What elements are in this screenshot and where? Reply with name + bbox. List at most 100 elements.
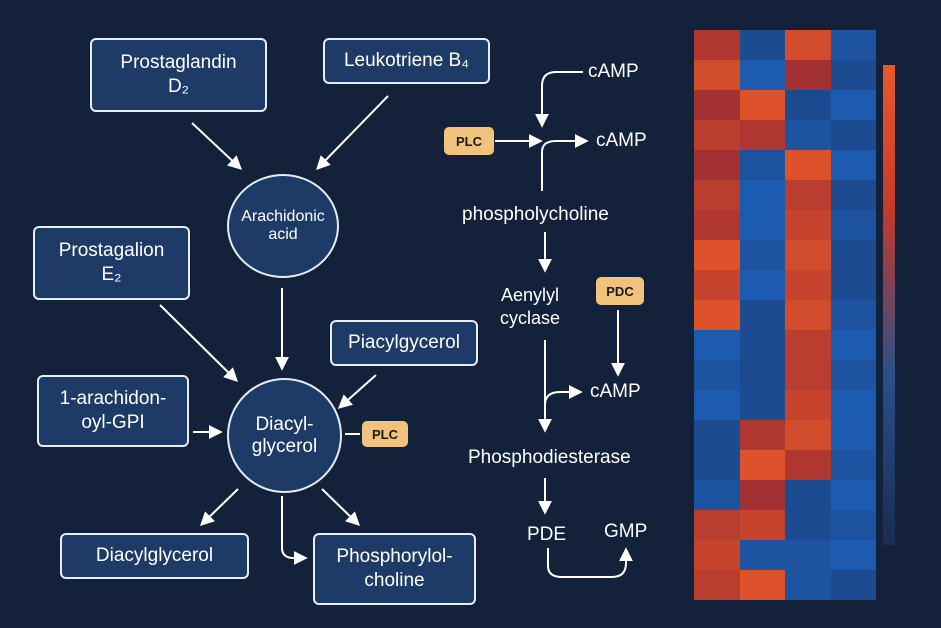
heatmap-cell: [830, 180, 876, 210]
heatmap-cell: [694, 300, 740, 330]
heatmap-cell: [694, 120, 740, 150]
heatmap-cell: [694, 210, 740, 240]
arrow-diacyl-to-phosphorylol: [281, 496, 308, 565]
heatmap-cell: [785, 90, 831, 120]
heatmap-cell: [739, 60, 785, 90]
phosphorylol-choline-box: Phosphorylol- choline: [313, 533, 476, 605]
prostagalion-e2-box: Prostagalion E₂: [33, 226, 190, 300]
arrow-camp-to-camp: [535, 71, 583, 128]
heatmap-cell: [694, 240, 740, 270]
heatmap-cell: [785, 210, 831, 240]
arrow-pgd2-to-arachidonic: [191, 122, 243, 170]
heatmap-cell: [830, 360, 876, 390]
piacylgycerol-box: Piacylgycerol: [330, 320, 478, 366]
heatmap-cell: [785, 390, 831, 420]
arrow-pde-to-gmp: [547, 547, 633, 578]
heatmap-cell: [694, 90, 740, 120]
heatmap-cell: [739, 480, 785, 510]
heatmap-cell: [785, 180, 831, 210]
heatmap-cell: [785, 330, 831, 360]
gmp-label: GMP: [604, 521, 648, 542]
arachidonic-acid-node: Arachidonic acid: [227, 174, 339, 278]
camp-third-label: cAMP: [590, 381, 641, 402]
heatmap-cell: [830, 420, 876, 450]
leukotriene-b4-box: Leukotriene B₄: [323, 38, 490, 84]
heatmap-cell: [830, 270, 876, 300]
heatmap-cell: [739, 390, 785, 420]
phosphodiesterase-label: Phosphodiesterase: [468, 447, 631, 468]
heatmap-cell: [830, 450, 876, 480]
heatmap-cell: [694, 270, 740, 300]
heatmap-cell: [739, 450, 785, 480]
heatmap-cell: [830, 120, 876, 150]
heatmap-cell: [694, 390, 740, 420]
heatmap-cell: [694, 420, 740, 450]
heatmap-cell: [739, 360, 785, 390]
heatmap-cell: [785, 540, 831, 570]
heatmap-cell: [739, 510, 785, 540]
heatmap-cell: [694, 570, 740, 600]
heatmap-cell: [739, 270, 785, 300]
heatmap-grid: [694, 30, 876, 600]
heatmap-cell: [785, 300, 831, 330]
heatmap-cell: [694, 150, 740, 180]
camp-second-label: cAMP: [596, 130, 647, 151]
heatmap-cell: [739, 210, 785, 240]
heatmap-cell: [830, 330, 876, 360]
heatmap-cell: [830, 30, 876, 60]
heatmap-cell: [785, 270, 831, 300]
heatmap-cell: [785, 120, 831, 150]
arrow-pge2-to-diacyl: [159, 304, 238, 382]
heatmap-cell: [785, 240, 831, 270]
heatmap-cell: [785, 570, 831, 600]
heatmap-cell: [830, 300, 876, 330]
heatmap-cell: [694, 540, 740, 570]
pde-label: PDE: [527, 524, 567, 545]
heatmap-cell: [830, 150, 876, 180]
heatmap-cell: [830, 60, 876, 90]
heatmap-cell: [830, 570, 876, 600]
heatmap-cell: [694, 480, 740, 510]
heatmap-cell: [694, 330, 740, 360]
arrow-diacyl-to-dag: [199, 488, 239, 526]
plc-tag-middle: PLC: [444, 127, 494, 155]
heatmap-cell: [739, 120, 785, 150]
heatmap-cell: [830, 390, 876, 420]
diacylglycerol-center-node: Diacyl- glycerol: [227, 378, 342, 493]
heatmap-cell: [739, 300, 785, 330]
heatmap-cell: [830, 240, 876, 270]
heatmap-cell: [830, 210, 876, 240]
prostaglandin-d2-box: Prostaglandin D₂: [90, 38, 267, 112]
heatmap-cell: [785, 30, 831, 60]
heatmap-cell: [694, 360, 740, 390]
heatmap-cell: [785, 150, 831, 180]
heatmap-cell: [694, 180, 740, 210]
heatmap-cell: [739, 570, 785, 600]
arrow-camp-branch: [541, 134, 589, 191]
heatmap-cell: [830, 90, 876, 120]
arrow-ltb4-to-arachidonic: [316, 95, 389, 171]
heatmap-cell: [694, 60, 740, 90]
heatmap-cell: [785, 360, 831, 390]
heatmap-cell: [785, 480, 831, 510]
heatmap-cell: [739, 240, 785, 270]
phospholycholine-label: phospholycholine: [462, 204, 609, 225]
camp-top-label: cAMP: [588, 61, 639, 82]
heatmap-cell: [694, 30, 740, 60]
heatmap-cell: [739, 420, 785, 450]
heatmap-cell: [739, 150, 785, 180]
arrow-piacyl-to-diacyl: [337, 374, 377, 409]
arrow-diacyl-to-phosphorylol-2: [321, 488, 361, 526]
heatmap-cell: [694, 450, 740, 480]
heatmap-cell: [785, 510, 831, 540]
heatmap-cell: [830, 540, 876, 570]
arrow-branch-to-camp3: [544, 385, 583, 406]
diacylglycerol-bottom-box: Diacylglycerol: [60, 533, 249, 579]
heatmap-cell: [739, 330, 785, 360]
plc-tag-left: PLC: [362, 421, 408, 447]
heatmap-cell: [830, 480, 876, 510]
heatmap-cell: [739, 30, 785, 60]
heatmap-colorbar: [883, 65, 895, 545]
